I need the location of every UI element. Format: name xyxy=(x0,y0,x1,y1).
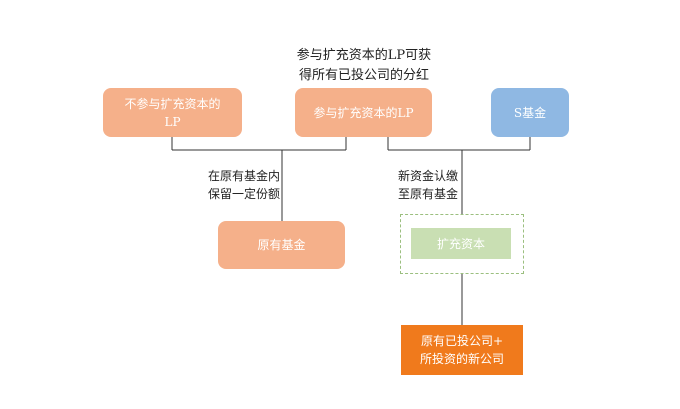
node-lp-not-participating-line2: LP xyxy=(164,114,181,129)
edge-label-retain: 在原有基金内 保留一定份额 xyxy=(196,167,280,203)
edge-label-subscribe: 新资金认缴 至原有基金 xyxy=(386,167,458,203)
node-companies-line2: 所投资的新公司 xyxy=(419,352,504,366)
node-lp-not-participating-line1: 不参与扩充资本的 xyxy=(124,96,221,111)
node-companies-line1: 原有已投公司+ xyxy=(420,334,504,348)
node-original-fund-label: 原有基金 xyxy=(257,238,306,252)
edge-label-retain-line1: 在原有基金内 xyxy=(207,169,280,183)
top-note-line1: 参与扩充资本的LP可获 xyxy=(296,48,432,63)
node-original-fund: 原有基金 xyxy=(218,221,345,269)
node-lp-participating: 参与扩充资本的LP xyxy=(295,88,432,137)
node-lp-not-participating: 不参与扩充资本的 LP xyxy=(103,88,242,137)
edge-label-subscribe-line1: 新资金认缴 xyxy=(397,169,458,183)
edge-label-retain-line2: 保留一定份额 xyxy=(207,187,280,201)
expanded-capital-container xyxy=(400,214,524,274)
node-s-fund-label: S基金 xyxy=(513,105,547,120)
top-note: 参与扩充资本的LP可获 得所有已投公司的分红 xyxy=(284,46,444,86)
top-note-line2: 得所有已投公司的分红 xyxy=(298,68,429,83)
node-companies: 原有已投公司+ 所投资的新公司 xyxy=(401,325,523,375)
node-lp-participating-label: 参与扩充资本的LP xyxy=(313,105,414,120)
node-expanded-capital: 扩充资本 xyxy=(411,228,511,259)
node-s-fund: S基金 xyxy=(491,88,569,137)
node-expanded-capital-label: 扩充资本 xyxy=(436,236,485,251)
edge-label-subscribe-line2: 至原有基金 xyxy=(397,187,458,201)
